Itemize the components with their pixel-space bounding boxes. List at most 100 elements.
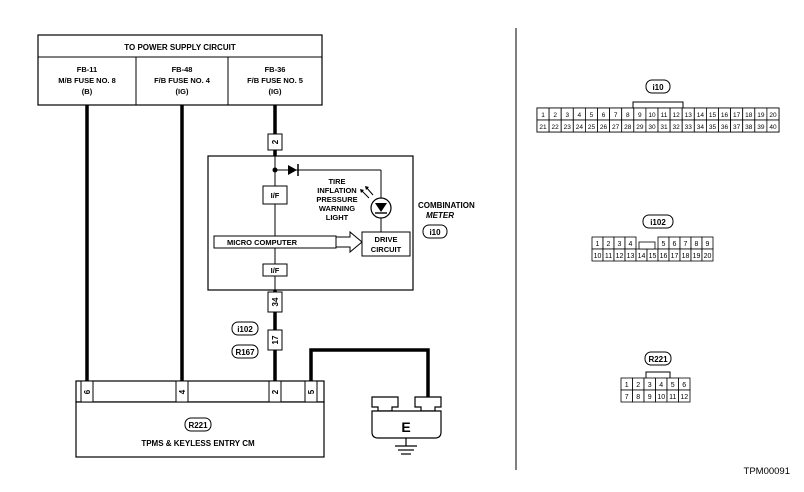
cm-pin-4: 5 <box>307 389 316 394</box>
figure-id: TPM00091 <box>744 466 790 477</box>
i102-key <box>638 241 656 250</box>
i10-pin-10: 10 <box>648 112 656 119</box>
i10-pin-12: 12 <box>673 112 681 119</box>
i102-pin-15: 15 <box>649 253 657 260</box>
i10-pin-31: 31 <box>660 124 668 131</box>
i10-pin-40-cell <box>766 119 780 133</box>
i102-pin-9: 9 <box>706 241 710 248</box>
r221-pin-2: 2 <box>636 382 640 389</box>
lamp-label-1: TIRE <box>328 177 345 186</box>
i10-pin-18: 18 <box>745 112 753 119</box>
i10-pin-1: 1 <box>541 112 545 119</box>
i10-pin-6: 6 <box>602 112 606 119</box>
i10-pin-38: 38 <box>745 124 753 131</box>
power-box-header: TO POWER SUPPLY CIRCUIT <box>124 43 236 52</box>
i10-pin-8: 8 <box>626 112 630 119</box>
meter-connector-tag: i10 <box>429 228 441 237</box>
lamp-label-3: PRESSURE <box>316 195 357 204</box>
r221-pin-6: 6 <box>682 382 686 389</box>
cm-pin-3: 2 <box>271 389 280 394</box>
r221-pin-3: 3 <box>648 382 652 389</box>
i10-pin-17: 17 <box>733 112 741 119</box>
joint-connector: i102 R167 17 <box>231 321 283 359</box>
i102-pin-14: 14 <box>638 253 646 260</box>
micro-computer-label: MICRO COMPUTER <box>227 238 298 247</box>
i102-pin-18: 18 <box>682 253 690 260</box>
i10-pin-9: 9 <box>638 112 642 119</box>
i102-pin-5: 5 <box>662 241 666 248</box>
meter-title-1: COMBINATION <box>418 201 475 210</box>
fuse-1-id: FB-11 <box>77 65 97 74</box>
fuse-3-sub: (IG) <box>269 87 282 96</box>
i10-pin-3: 3 <box>565 112 569 119</box>
combination-meter: TIRE INFLATION PRESSURE WARNING LIGHT I/… <box>207 155 414 291</box>
i102-pin-20: 20 <box>704 253 712 260</box>
drive-label-2: CIRCUIT <box>371 245 402 254</box>
i102-pin-1: 1 <box>596 241 600 248</box>
joint-pin-number: 17 <box>271 335 280 344</box>
diode-icon <box>288 164 299 176</box>
power-supply-box: TO POWER SUPPLY CIRCUIT FB-11 M/B FUSE N… <box>37 34 323 106</box>
r221-pin-12-cell <box>678 389 691 403</box>
i10-view-label: i10 <box>652 83 664 92</box>
i10-pin-23: 23 <box>564 124 572 131</box>
i10-pin-36: 36 <box>721 124 729 131</box>
i10-pin-27: 27 <box>612 124 620 131</box>
i102-pin-20-cell <box>701 248 714 262</box>
i102-pin-7: 7 <box>684 241 688 248</box>
r221-pin-7: 7 <box>625 394 629 401</box>
r221-pin-12: 12 <box>680 394 688 401</box>
r221-pin-5: 5 <box>671 382 675 389</box>
i102-pin-6: 6 <box>673 241 677 248</box>
r221-pin-10: 10 <box>657 394 665 401</box>
i102-view-label: i102 <box>650 218 666 227</box>
if-top-label: I/F <box>271 191 280 200</box>
fuse-1-sub: (B) <box>82 87 93 96</box>
wire-ground <box>309 348 430 400</box>
i10-pin-35: 35 <box>709 124 717 131</box>
r221-pin-8: 8 <box>636 394 640 401</box>
i10-pin-32: 32 <box>673 124 681 131</box>
signal-arrow-icon <box>335 230 363 254</box>
i102-pin-3: 3 <box>618 241 622 248</box>
fuse-3-id: FB-36 <box>265 65 286 74</box>
cm-pin-1: 6 <box>83 389 92 394</box>
joint-conn-2: R167 <box>235 348 255 357</box>
i10-pin-16: 16 <box>721 112 729 119</box>
i102-pin-11: 11 <box>605 253 612 260</box>
r221-pin-4: 4 <box>659 382 663 389</box>
fuse-3-name: F/B FUSE NO. 5 <box>247 76 303 85</box>
i10-pin-21: 21 <box>539 124 547 131</box>
tpms-control-module: 6 4 2 5 R221 TPMS & KEYLESS ENTRY CM <box>75 380 325 458</box>
i10-pin-25: 25 <box>588 124 596 131</box>
drive-label-1: DRIVE <box>375 235 398 244</box>
cm-connector-tag: R221 <box>188 421 208 430</box>
i10-pin-39: 39 <box>757 124 765 131</box>
joint-conn-1: i102 <box>237 325 253 334</box>
i10-pin-14: 14 <box>697 112 705 119</box>
i10-pin-13: 13 <box>685 112 693 119</box>
ground-label: E <box>401 419 410 435</box>
i102-pin-4: 4 <box>629 241 633 248</box>
r221-pin-1: 1 <box>625 382 629 389</box>
i102-pin-17: 17 <box>671 253 679 260</box>
i102-pin-2: 2 <box>607 241 611 248</box>
i10-pin-22: 22 <box>552 124 560 131</box>
fuse-1-name: M/B FUSE NO. 8 <box>58 76 116 85</box>
i10-pin-28: 28 <box>624 124 632 131</box>
i102-pin-19: 19 <box>693 253 701 260</box>
i10-pin-15: 15 <box>709 112 717 119</box>
lamp-label-4: WARNING <box>319 204 355 213</box>
pin-top-number: 2 <box>271 139 280 144</box>
i10-pin-11: 11 <box>661 112 668 119</box>
lamp-label-2: INFLATION <box>317 186 356 195</box>
i10-pin-40: 40 <box>769 124 777 131</box>
warning-light-icon <box>360 186 392 219</box>
i10-pin-29: 29 <box>636 124 644 131</box>
r221-pin-9: 9 <box>648 394 652 401</box>
